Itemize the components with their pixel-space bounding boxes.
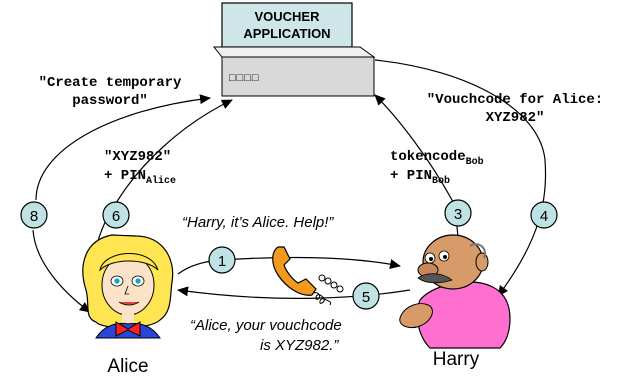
bob-token-prefix: tokencode bbox=[390, 149, 466, 165]
alice-nose bbox=[124, 285, 129, 295]
harry-hair bbox=[469, 243, 486, 259]
arrow-step-8-down bbox=[32, 229, 91, 313]
arrow-step-8-up bbox=[35, 94, 211, 201]
step-circle-5 bbox=[352, 282, 380, 310]
alice-jacket bbox=[95, 322, 161, 339]
alice-name: Alice bbox=[107, 356, 148, 376]
harry-figure: Harry bbox=[399, 234, 511, 370]
help-quote: “Harry, it’s Alice. Help!” bbox=[182, 214, 334, 231]
alice-sends-line1: "XYZ982" bbox=[104, 149, 171, 165]
server-title-line1: VOUCHER bbox=[254, 9, 320, 24]
arrow-step-5 bbox=[177, 286, 411, 299]
arrow-step-4 bbox=[374, 59, 547, 297]
harry-ear bbox=[475, 252, 489, 272]
reply-line2: is XYZ982.” bbox=[260, 337, 339, 354]
voucher-application-server: VOUCHER APPLICATION □□□□ bbox=[212, 2, 376, 97]
step-markers: 8 6 1 3 4 5 bbox=[20, 199, 558, 310]
vouchcode-line2: XYZ982" bbox=[486, 110, 545, 126]
reply-line1: “Alice, your vouchcode bbox=[190, 317, 342, 334]
alice-pin-prefix: + PIN bbox=[104, 168, 146, 184]
step-label-8: 8 bbox=[30, 208, 38, 225]
bob-pin-subscript: Bob bbox=[432, 175, 450, 187]
phone-cord bbox=[313, 292, 331, 306]
bob-sends-line2: + PINBob bbox=[390, 168, 450, 187]
harry-moustache bbox=[417, 273, 453, 284]
vouchcode-line1: "Vouchcode for Alice: bbox=[427, 92, 603, 108]
step-label-1: 1 bbox=[218, 253, 226, 270]
step-circle-3 bbox=[444, 199, 472, 227]
step-label-4: 4 bbox=[540, 208, 548, 225]
server-box-top bbox=[212, 46, 376, 58]
step-label-6: 6 bbox=[112, 208, 120, 225]
alice-bangs bbox=[99, 253, 159, 272]
server-title-box bbox=[221, 2, 353, 48]
flow-arrows bbox=[32, 59, 547, 313]
alice-sends-line2: + PINAlice bbox=[104, 168, 176, 187]
step-circle-6 bbox=[102, 201, 130, 229]
server-box-body bbox=[221, 56, 375, 97]
alice-mouth bbox=[118, 301, 140, 306]
phone-rings bbox=[318, 274, 344, 293]
harry-hand bbox=[399, 303, 433, 329]
bob-token-subscript: Bob bbox=[466, 156, 484, 168]
alice-pin-subscript: Alice bbox=[146, 175, 176, 187]
server-title-line2: APPLICATION bbox=[243, 26, 330, 41]
step-label-5: 5 bbox=[362, 289, 370, 306]
bob-sends-line1: tokencodeBob bbox=[390, 149, 484, 168]
step-circle-4 bbox=[530, 201, 558, 229]
alice-bow bbox=[115, 321, 141, 337]
alice-neck bbox=[122, 313, 134, 323]
alice-figure: Alice bbox=[82, 234, 174, 377]
message-labels: "Create temporary password" "Vouchcode f… bbox=[39, 75, 604, 354]
server-display: □□□□ bbox=[229, 72, 260, 84]
step-label-3: 3 bbox=[454, 206, 462, 223]
create-password-line2: password" bbox=[72, 93, 148, 109]
step-circle-1 bbox=[208, 246, 236, 274]
harry-name: Harry bbox=[433, 349, 480, 370]
bob-pin-prefix: + PIN bbox=[390, 168, 432, 184]
create-password-line1: "Create temporary bbox=[39, 75, 182, 91]
arrow-step-6 bbox=[94, 99, 233, 253]
phone-handset bbox=[272, 246, 317, 296]
step-circle-8 bbox=[20, 201, 48, 229]
telephone-icon bbox=[272, 246, 344, 306]
arrow-step-1 bbox=[177, 256, 401, 275]
